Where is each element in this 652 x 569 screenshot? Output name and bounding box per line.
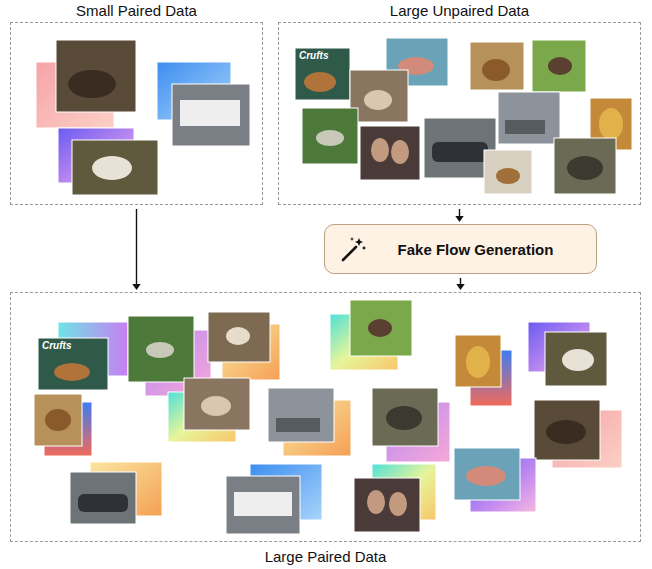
dashed-group-box: Large Paired Data	[10, 292, 641, 542]
group-title: Small Paired Data	[0, 2, 282, 19]
magic-wand-icon	[339, 235, 367, 263]
photo-caption-text: Crufts	[42, 340, 71, 351]
flow-arrow	[455, 209, 463, 222]
photo-caption-text: Crufts	[299, 50, 328, 61]
process-box: Fake Flow Generation	[324, 224, 597, 274]
dashed-group-box: Small Paired Data	[10, 22, 263, 205]
flow-arrow	[456, 278, 464, 290]
flow-arrow	[132, 209, 140, 290]
dashed-group-box: Large Unpaired Data	[278, 22, 641, 205]
group-title: Large Paired Data	[0, 548, 652, 565]
process-label: Fake Flow Generation	[368, 241, 554, 258]
group-title: Large Unpaired Data	[259, 2, 652, 19]
